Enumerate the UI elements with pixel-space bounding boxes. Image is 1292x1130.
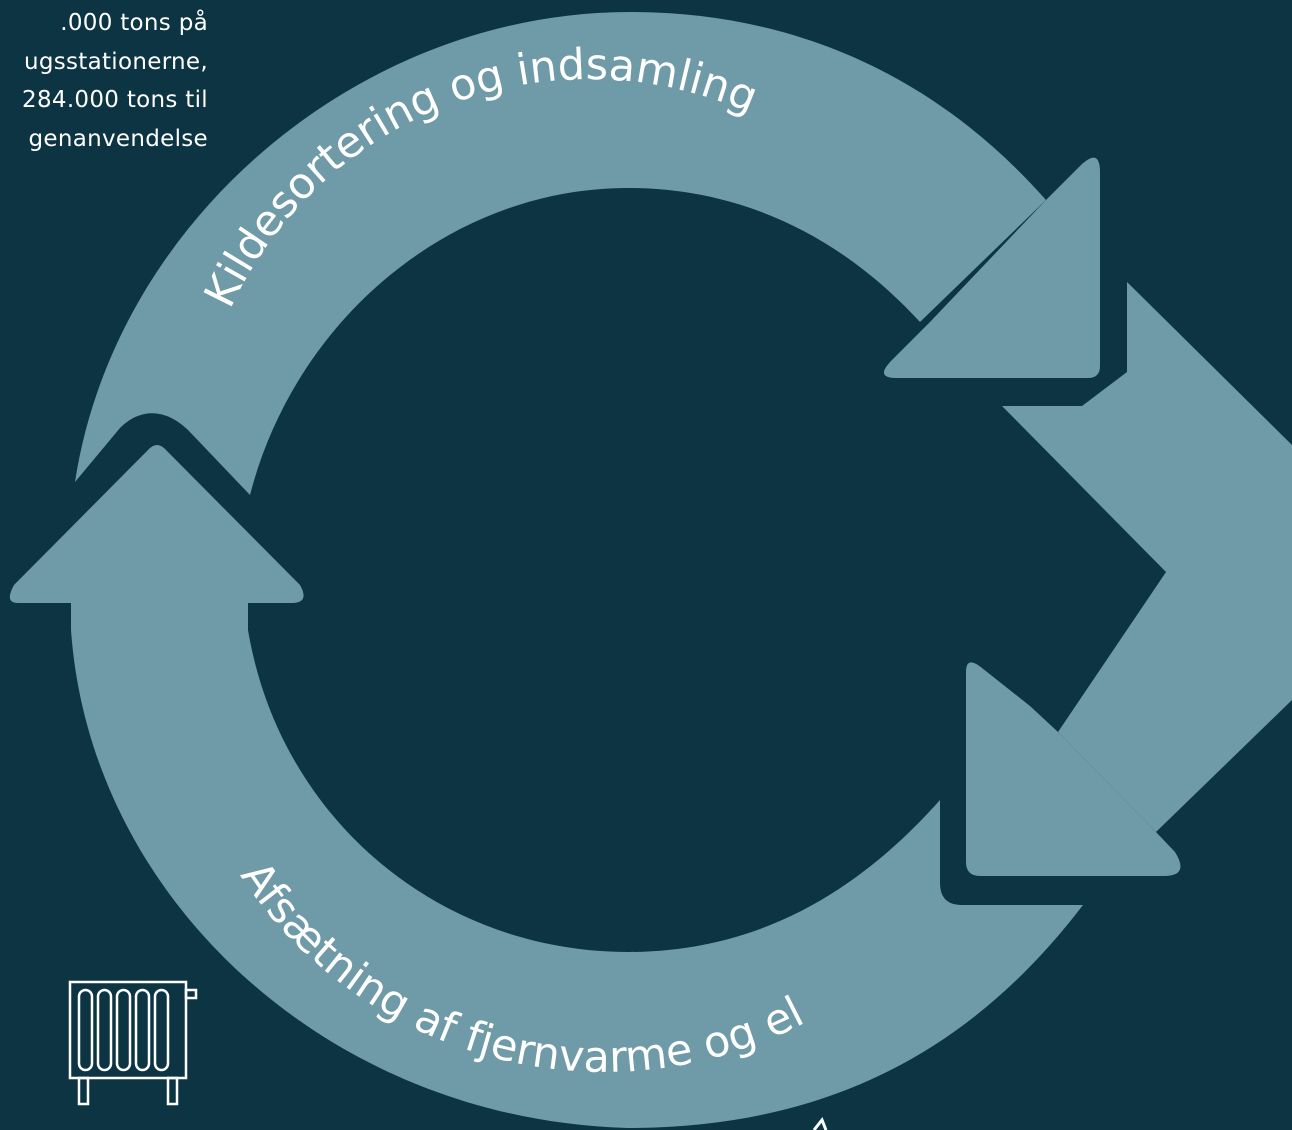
bottom-edge-mark — [812, 1117, 828, 1130]
left-arrow-head — [9, 445, 304, 630]
info-line-3: 284.000 tons til — [22, 87, 208, 113]
collection-arrow — [75, 12, 1100, 495]
info-line-2: ugsstationerne, — [23, 48, 208, 75]
radiator-icon — [68, 980, 198, 1106]
recycling-info-text: .000 tons på ugsstationerne, 284.000 ton… — [22, 4, 208, 158]
delivery-arrow-head — [966, 662, 1181, 876]
info-line-4: genanvendelse — [28, 125, 208, 152]
delivery-arrow — [71, 630, 1181, 1128]
collection-arrow-band — [75, 12, 1046, 495]
collection-arrow-head — [883, 157, 1100, 378]
right-chevron — [1002, 282, 1292, 832]
delivery-arrow-band — [71, 630, 1083, 1128]
info-line-1: .000 tons på — [60, 10, 208, 36]
